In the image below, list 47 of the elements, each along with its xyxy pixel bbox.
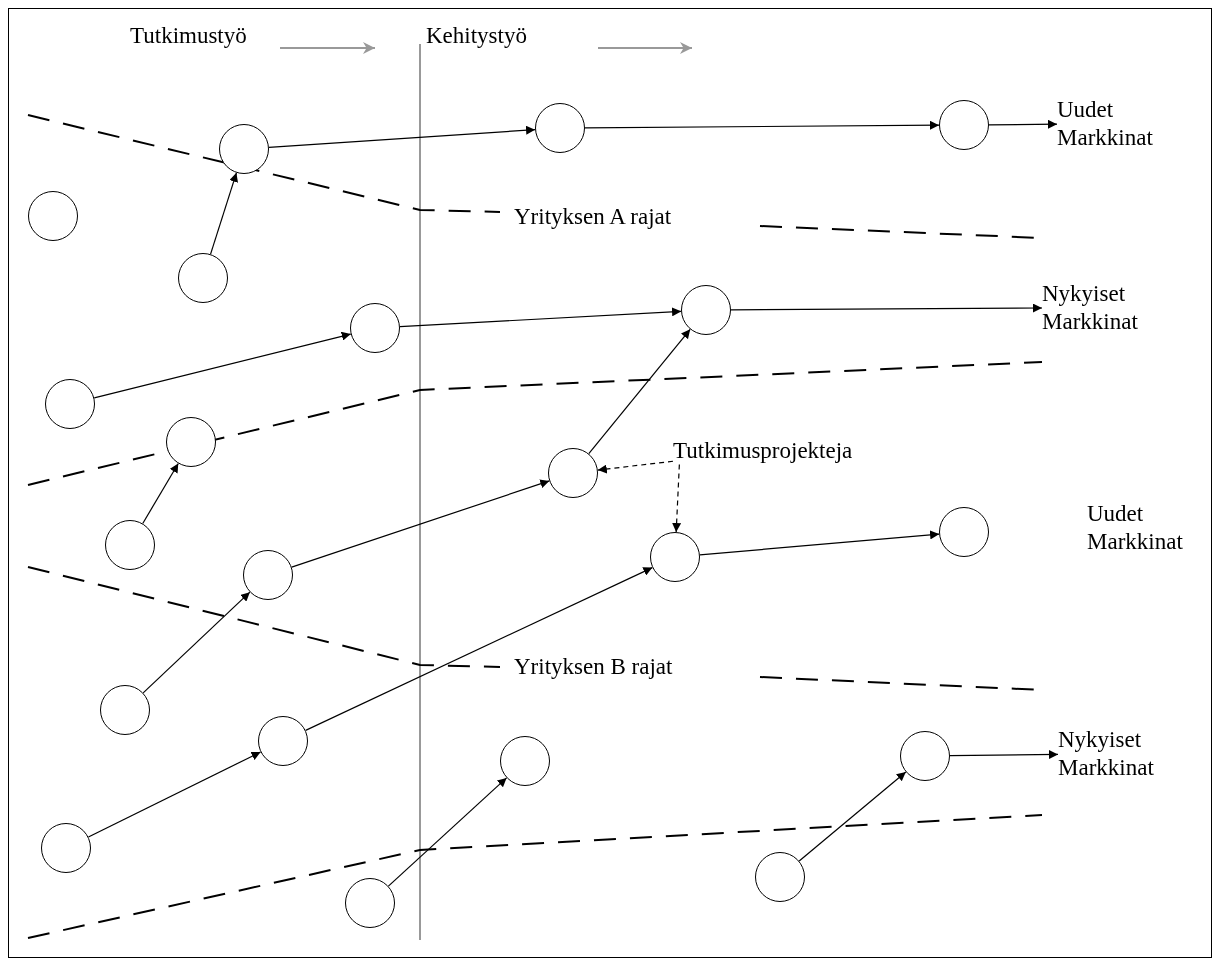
arrow [399, 307, 682, 328]
circle-node [345, 878, 395, 928]
circle-node [166, 417, 216, 467]
arrow [730, 303, 1043, 313]
arrow [597, 460, 674, 474]
circle-node [500, 736, 550, 786]
node-label: Tutkimusprojekteja [673, 437, 853, 465]
arrow [305, 567, 653, 731]
arrow [584, 120, 940, 130]
circle-node [100, 685, 150, 735]
circle-node [105, 520, 155, 570]
circle-node [939, 507, 989, 557]
arrow [209, 172, 238, 255]
circle-node [548, 448, 598, 498]
node-label: Nykyiset Markkinat [1058, 726, 1198, 782]
arrow [798, 771, 907, 862]
arrow [87, 751, 262, 838]
arrow [699, 530, 940, 556]
market-label: Uudet Markkinat [1087, 500, 1184, 556]
circle-node [755, 852, 805, 902]
circle-node [900, 731, 950, 781]
arrow [93, 331, 352, 399]
arrow [949, 750, 1059, 760]
circle-node [219, 124, 269, 174]
column-heading: Kehitystyö [426, 22, 527, 50]
arrow [988, 119, 1058, 129]
node-label: Uudet Markkinat [1057, 96, 1197, 152]
circle-node [939, 100, 989, 150]
circle-node [45, 379, 95, 429]
circle-node [650, 532, 700, 582]
arrow [588, 328, 691, 455]
node-label: Nykyiset Markkinat [1042, 280, 1182, 336]
circle-node [681, 285, 731, 335]
arrow [268, 125, 536, 148]
circle-node [350, 303, 400, 353]
arrow [672, 464, 682, 533]
arrow [291, 479, 550, 568]
arrow [142, 462, 179, 525]
circle-node [178, 253, 228, 303]
circle-node [535, 103, 585, 153]
arrow [142, 591, 251, 694]
circle-node [243, 550, 293, 600]
arrow [387, 777, 508, 887]
circle-node [41, 823, 91, 873]
column-heading: Tutkimustyö [130, 22, 247, 50]
circle-node [28, 191, 78, 241]
circle-node [258, 716, 308, 766]
